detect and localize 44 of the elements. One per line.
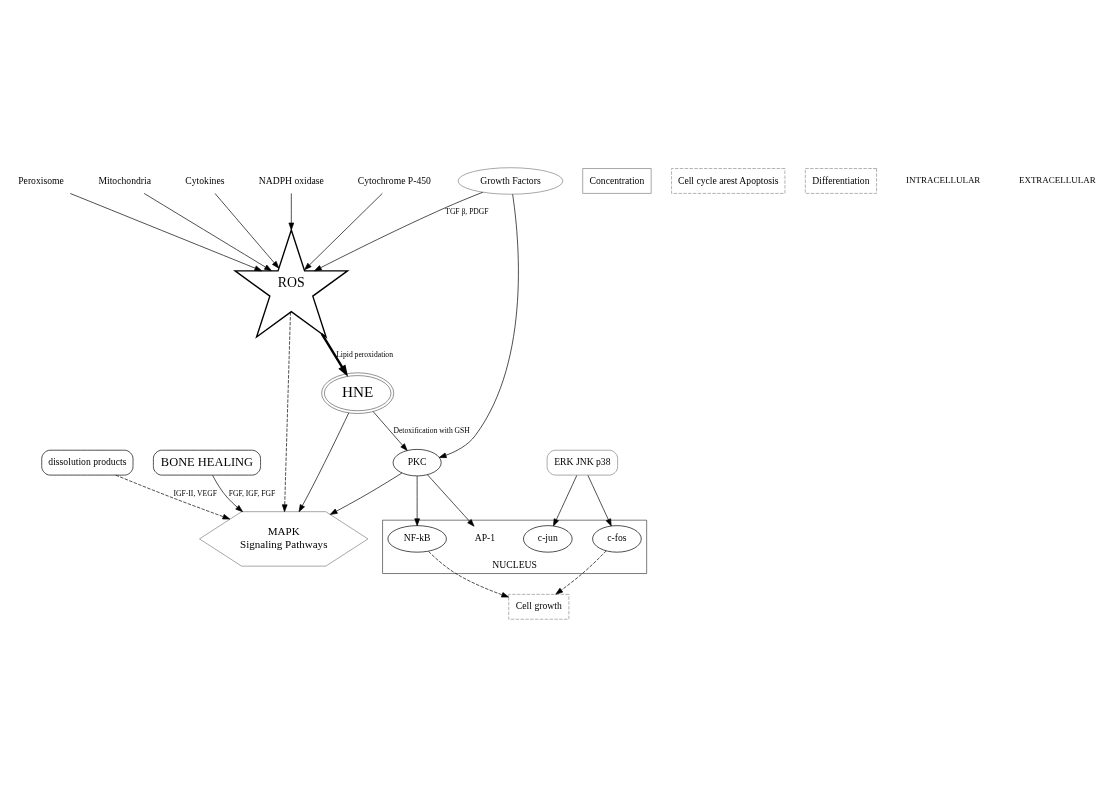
arrow bbox=[314, 191, 484, 272]
label: INTRACELLULAR bbox=[906, 175, 981, 186]
arrow bbox=[587, 475, 612, 527]
arrow bbox=[428, 551, 509, 598]
node-box: Concentration bbox=[582, 168, 652, 194]
edge-label: Lipid peroxidation bbox=[336, 349, 393, 359]
arrow bbox=[304, 193, 383, 271]
node-ellipse: Growth Factors bbox=[457, 167, 564, 195]
node-text: Peroxisome bbox=[18, 174, 64, 186]
arrow bbox=[320, 333, 349, 377]
arrow bbox=[438, 193, 519, 458]
node-box: BONE HEALING bbox=[153, 449, 261, 476]
arrow bbox=[427, 474, 475, 527]
arrow bbox=[69, 193, 263, 272]
arrow bbox=[143, 193, 272, 272]
node-ellipse: NF-kB bbox=[387, 525, 447, 553]
arrow bbox=[555, 550, 607, 595]
node-box: ERK JNK p38 bbox=[546, 449, 618, 476]
arrow bbox=[214, 193, 280, 269]
node-ellipse: PKC bbox=[392, 449, 442, 477]
arrow bbox=[329, 472, 403, 515]
node-box: Cell growth bbox=[508, 594, 570, 620]
edge-label: Detoxification with GSH bbox=[393, 426, 470, 436]
node-text: Cytochrome P-450 bbox=[357, 174, 431, 186]
node-ellipse: c-fos bbox=[592, 525, 642, 553]
node-text: Cytokines bbox=[185, 174, 225, 186]
edge-label: IGF-II, VEGF bbox=[173, 488, 217, 498]
node-box: Differentiation bbox=[805, 168, 877, 194]
arrow bbox=[553, 475, 578, 527]
label: EXTRACELLULAR bbox=[1018, 175, 1096, 186]
edge-label: TGF β, PDGF bbox=[445, 207, 489, 217]
node-text: NADPH oxidase bbox=[258, 174, 324, 186]
node-box: Cell cycle arest Apoptosis bbox=[671, 168, 786, 194]
arrow bbox=[115, 474, 231, 520]
node-box: dissolution products bbox=[41, 449, 134, 476]
edge-label: FGF, IGF, FGF bbox=[228, 488, 276, 498]
arrow bbox=[372, 411, 408, 451]
arrow bbox=[288, 193, 295, 231]
node-text: Mitochondria bbox=[98, 174, 151, 186]
arrow bbox=[298, 412, 350, 513]
arrow bbox=[212, 475, 243, 513]
node-ellipse: c-jun bbox=[523, 525, 573, 553]
arrow bbox=[414, 475, 420, 527]
node-text: AP-1 bbox=[474, 532, 496, 544]
